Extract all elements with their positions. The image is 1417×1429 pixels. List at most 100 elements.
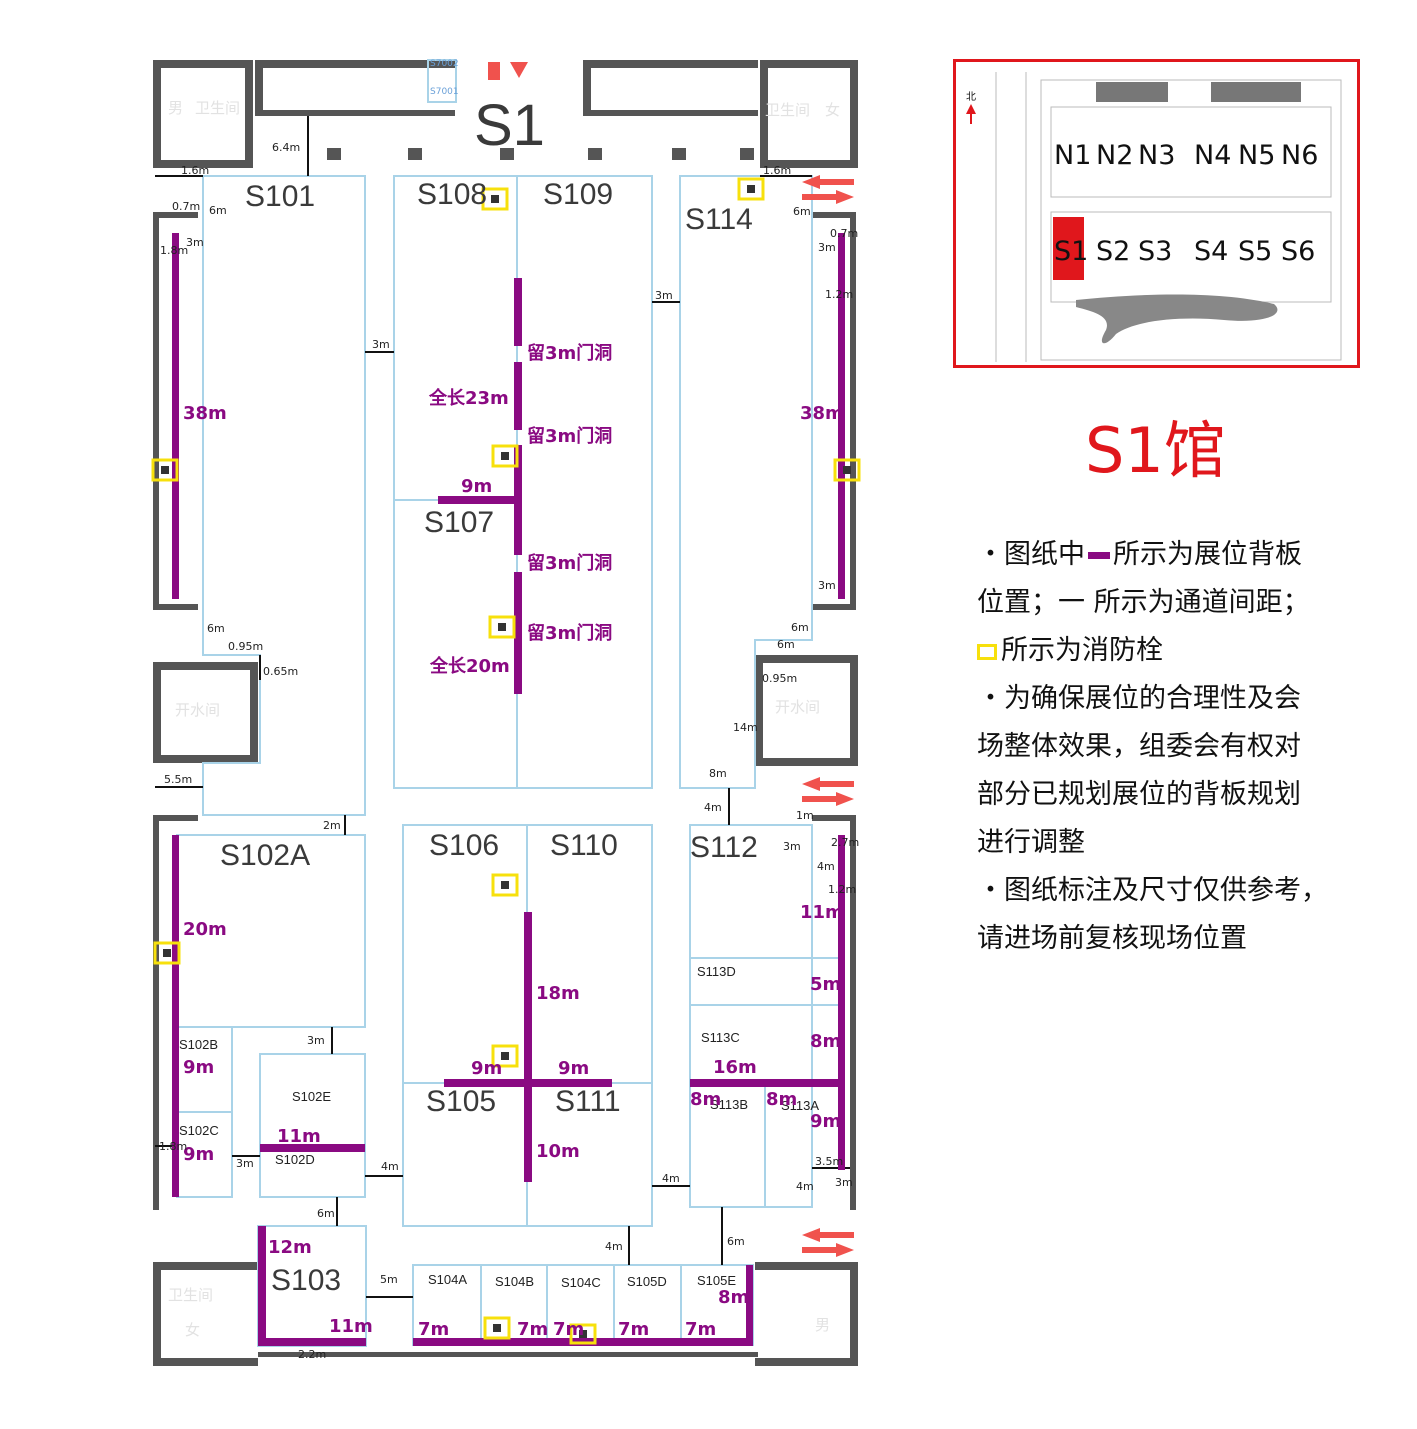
pillar bbox=[327, 148, 341, 160]
booth-label: S103 bbox=[271, 1264, 341, 1297]
backboard-label: 38m bbox=[183, 403, 227, 424]
backboard-label: 全长23m bbox=[428, 387, 509, 409]
aisle-label: 1.6m bbox=[763, 164, 791, 177]
wall bbox=[153, 755, 258, 763]
booth-label: S109 bbox=[543, 178, 613, 211]
backboard-label: 8m bbox=[690, 1089, 721, 1110]
aisle-lines bbox=[155, 116, 850, 1298]
aisle-label: 0.65m bbox=[263, 665, 298, 678]
booth-labels: S101 S108 S109 S114 S107 S102A S106 S110… bbox=[179, 178, 819, 1297]
booth-label: S108 bbox=[417, 178, 487, 211]
wall bbox=[153, 160, 253, 168]
hydrant-icon bbox=[491, 1044, 519, 1068]
hydrant-icon bbox=[483, 1316, 511, 1340]
faded-labels: S7002 S7001 男 卫生间 卫生间 女 开水间 开水间 卫生间 女 男 bbox=[168, 59, 840, 1339]
aisle-label: 3m bbox=[307, 1034, 325, 1047]
booth-label: S114 bbox=[685, 203, 753, 236]
wall bbox=[760, 60, 768, 168]
backboard-labels: 38m 38m 留3m门洞 全长23m 留3m门洞 9m 留3m门洞 留3m门洞… bbox=[183, 342, 844, 1340]
booth-label: S101 bbox=[245, 180, 315, 213]
hydrant-legend-icon bbox=[977, 643, 997, 660]
aisle-label: 3m bbox=[655, 289, 673, 302]
entrance-marker bbox=[488, 62, 500, 80]
wall bbox=[153, 1358, 258, 1366]
aisle-label: 1.2m bbox=[825, 288, 853, 301]
aisle-label: 6m bbox=[791, 621, 809, 634]
backboard-label: 8m bbox=[766, 1089, 797, 1110]
backboard bbox=[444, 1079, 612, 1087]
wall bbox=[755, 1262, 858, 1270]
minimap-hall-label: S5 bbox=[1238, 236, 1272, 267]
aisle-label: 4m bbox=[605, 1240, 623, 1253]
wall bbox=[583, 60, 591, 116]
booth-label: S102E bbox=[292, 1089, 331, 1104]
hydrant-icon bbox=[569, 1323, 597, 1345]
aisle-label: 5.5m bbox=[164, 773, 192, 786]
backboard-label: 留3m门洞 bbox=[527, 552, 612, 574]
faded-label: 女 bbox=[825, 101, 840, 119]
note-line: ・为确保展位的合理性及会 bbox=[977, 683, 1301, 714]
wall bbox=[250, 662, 258, 762]
faded-label: 女 bbox=[185, 1321, 200, 1339]
backboard bbox=[838, 233, 845, 599]
booth-label: S110 bbox=[550, 829, 618, 862]
backboard-label: 8m bbox=[718, 1287, 749, 1308]
backboard bbox=[258, 1338, 366, 1346]
backboard-label: 11m bbox=[277, 1126, 321, 1147]
wall bbox=[812, 212, 856, 218]
minimap-hall-label: N3 bbox=[1138, 140, 1175, 171]
minimap-hall-label: S1 bbox=[1054, 236, 1088, 267]
wall bbox=[755, 1358, 858, 1366]
aisle-label: 3m bbox=[835, 1176, 853, 1189]
booth-label: S106 bbox=[429, 829, 499, 862]
aisle-label: 6m bbox=[793, 205, 811, 218]
hydrant-icon bbox=[151, 458, 179, 482]
backboard bbox=[438, 496, 518, 504]
aisle-label: 2m bbox=[323, 819, 341, 832]
backboard-label: 7m bbox=[553, 1319, 584, 1340]
wall bbox=[850, 655, 858, 765]
booth-label: S113A bbox=[781, 1098, 819, 1113]
backboard bbox=[746, 1265, 753, 1345]
aisle-label: 0.95m bbox=[762, 672, 797, 685]
aisle-label: 0.95m bbox=[228, 640, 263, 653]
booth-label: S113B bbox=[710, 1097, 748, 1112]
pillar bbox=[408, 148, 422, 160]
aisle-label: 14m bbox=[733, 721, 758, 734]
minimap-building bbox=[1211, 82, 1301, 102]
north-label: 北 bbox=[966, 91, 976, 103]
backboard-label: 38m bbox=[800, 403, 844, 424]
wall bbox=[153, 212, 159, 610]
wall bbox=[850, 212, 856, 610]
backboard-label: 12m bbox=[268, 1237, 312, 1258]
pillar bbox=[672, 148, 686, 160]
faded-label: S7001 bbox=[430, 87, 459, 97]
hydrant-icon bbox=[737, 177, 765, 201]
aisle-label: 3m bbox=[783, 840, 801, 853]
booth-outline-s112 bbox=[689, 824, 813, 1208]
backboard-label: 留3m门洞 bbox=[527, 342, 612, 364]
backboard bbox=[258, 1226, 266, 1346]
wall bbox=[153, 212, 198, 218]
aisle-label: 8m bbox=[709, 767, 727, 780]
aisle-label: 3.5m bbox=[815, 1155, 843, 1168]
aisle-label: 3m bbox=[236, 1157, 254, 1170]
wall bbox=[812, 604, 856, 610]
backboard-label: 20m bbox=[183, 919, 227, 940]
wall bbox=[153, 604, 198, 610]
booth-label: S105 bbox=[426, 1085, 496, 1118]
hydrant-icon bbox=[488, 615, 516, 639]
wall bbox=[153, 1262, 161, 1366]
booth-label: S102C bbox=[179, 1123, 219, 1138]
booth-label: S107 bbox=[424, 506, 494, 539]
aisle-label: 6.4m bbox=[272, 141, 300, 154]
backboard bbox=[172, 233, 179, 599]
location-minimap: N1 N2 N3 N4 N5 N6 S1 S2 S3 S4 S5 S6 北 bbox=[953, 59, 1360, 368]
backboard-label: 7m bbox=[517, 1319, 548, 1340]
wall bbox=[755, 655, 858, 663]
backboard-label: 9m bbox=[183, 1144, 214, 1165]
note-line: 所示为消防栓 bbox=[977, 627, 1387, 675]
booth-label: S105D bbox=[627, 1274, 667, 1289]
note-line: ・图纸中所示为展位背板 bbox=[977, 539, 1302, 570]
aisle-label: 1.2m bbox=[828, 883, 856, 896]
